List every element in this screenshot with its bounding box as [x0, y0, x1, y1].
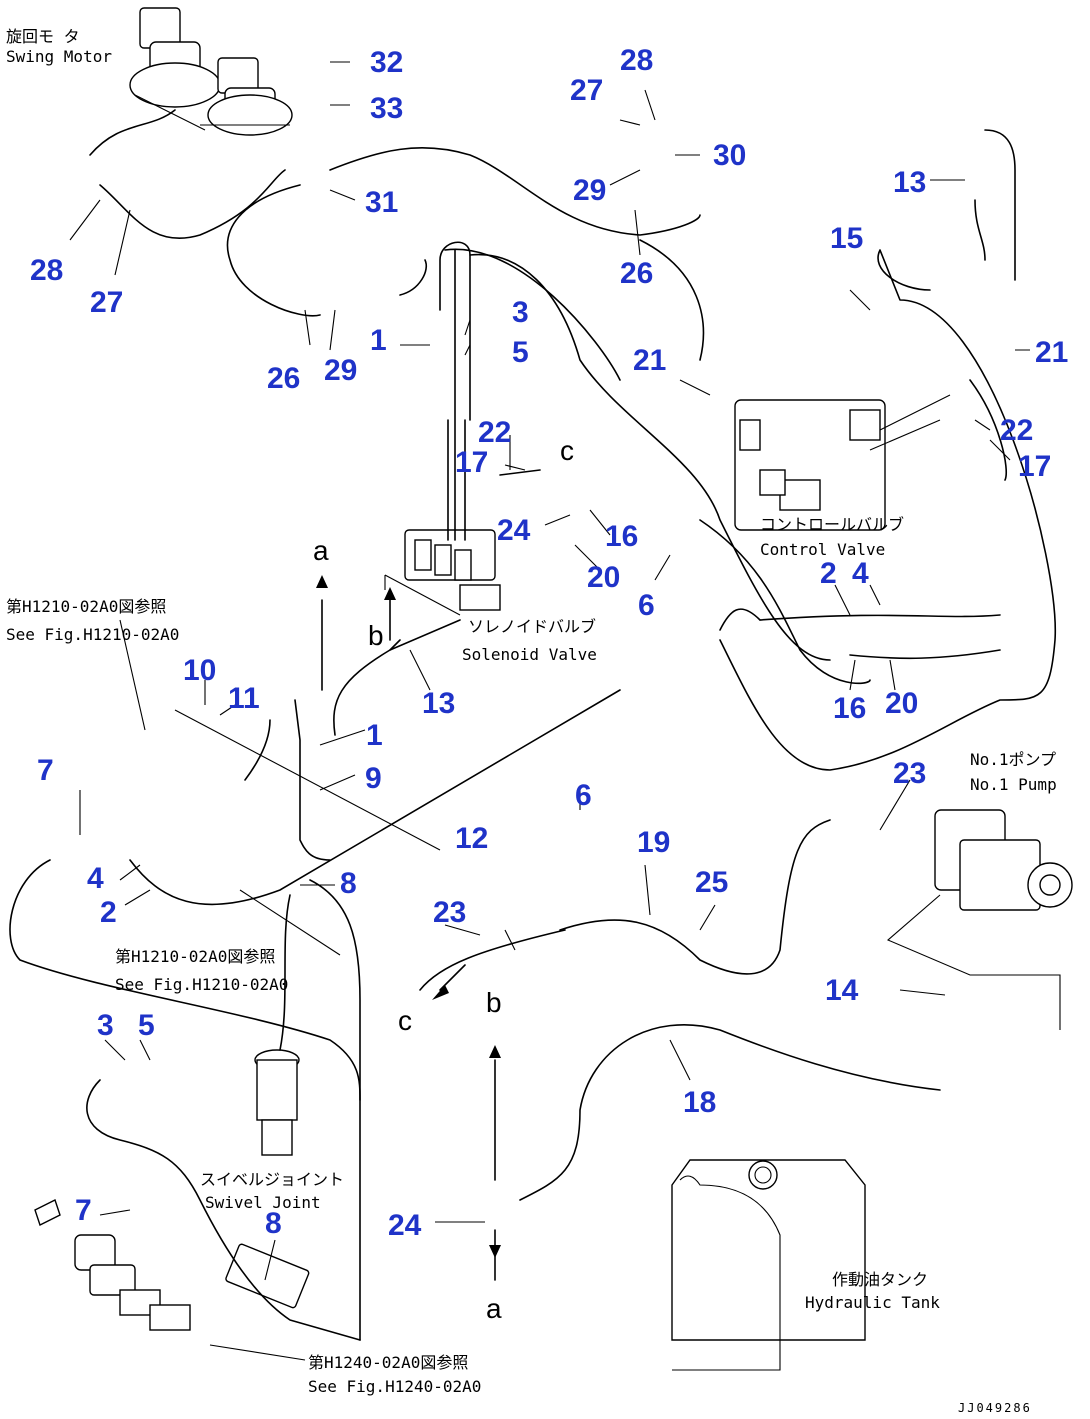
callout-19: 19	[637, 826, 670, 859]
callout-2-right: 2	[820, 557, 837, 590]
callout-1-mid: 1	[366, 719, 383, 752]
callout-13-right: 13	[893, 166, 926, 199]
callout-20-mid: 20	[587, 561, 620, 594]
callout-18: 18	[683, 1086, 716, 1119]
callout-14: 14	[825, 974, 859, 1007]
callout-22-right: 22	[1000, 414, 1033, 447]
callout-16-mid: 16	[605, 520, 638, 553]
reference-2-en: See Fig.H1210-02A0	[115, 975, 288, 994]
callout-21-mid: 21	[633, 344, 666, 377]
callout-4-left: 4	[87, 862, 104, 895]
hydraulic-tank-label-jp: 作動油タンク	[832, 1270, 928, 1289]
reference-1-jp: 第H1210-02A0図参照	[6, 597, 166, 616]
no1-pump	[886, 809, 1073, 1030]
lower-valve-assembly	[34, 1199, 310, 1331]
solenoid-valve	[384, 529, 501, 616]
pump-label-en: No.1 Pump	[970, 775, 1057, 794]
callout-10: 10	[183, 654, 216, 687]
callout-3-top: 3	[512, 296, 529, 329]
arrow-marker-c-right: c	[560, 435, 574, 466]
callout-23-right: 23	[893, 757, 926, 790]
callout-8-top: 8	[340, 867, 357, 900]
swing-motor	[129, 7, 293, 136]
callout-24-lower: 24	[388, 1209, 422, 1242]
callout-12: 12	[455, 822, 488, 855]
callout-8-lower: 8	[265, 1207, 282, 1240]
callout-21-right: 21	[1035, 336, 1068, 369]
callout-15: 15	[830, 222, 863, 255]
hydraulic-tank-label-en: Hydraulic Tank	[805, 1293, 940, 1312]
flow-arrows	[316, 469, 541, 1281]
callout-16-right: 16	[833, 692, 866, 725]
arrow-marker-a-bottom: a	[486, 1293, 502, 1324]
callout-26-top: 26	[620, 257, 653, 290]
arrow-marker-c-left: c	[398, 1005, 412, 1036]
callout-28-top: 28	[620, 44, 653, 77]
callout-24-top: 24	[497, 514, 531, 547]
arrow-marker-b-lower: b	[486, 987, 502, 1018]
swivel-joint-label-en: Swivel Joint	[205, 1193, 321, 1212]
callout-28-left: 28	[30, 254, 63, 287]
swivel-joint	[254, 1049, 300, 1156]
callout-22-mid: 22	[478, 416, 511, 449]
reference-2-jp: 第H1210-02A0図参照	[115, 947, 275, 966]
arrow-marker-a-top: a	[313, 535, 329, 566]
callout-17-mid: 17	[455, 446, 488, 479]
callout-6-lower: 6	[575, 779, 592, 812]
control-valve-label-jp: コントロールバルブ	[760, 515, 904, 534]
reference-1-en: See Fig.H1210-02A0	[6, 625, 179, 644]
callout-29-top: 29	[573, 174, 606, 207]
callout-3-lower: 3	[97, 1009, 114, 1042]
pump-label-jp: No.1ポンプ	[970, 750, 1056, 769]
callout-5-lower: 5	[138, 1009, 155, 1042]
callout-7-lower: 7	[75, 1194, 92, 1227]
control-valve-label-en: Control Valve	[760, 540, 885, 559]
swing-motor-label-jp: 旋回モ タ	[6, 27, 80, 46]
callout-27-top: 27	[570, 74, 603, 107]
callout-32: 32	[370, 46, 403, 79]
solenoid-valve-label-jp: ソレノイドバルブ	[468, 617, 596, 636]
drawing-code: JJ049286	[958, 1401, 1032, 1415]
callout-20-right: 20	[885, 687, 918, 720]
callout-6-mid: 6	[638, 589, 655, 622]
callout-5-top: 5	[512, 336, 529, 369]
callout-9: 9	[365, 762, 382, 795]
callout-17-right: 17	[1018, 450, 1051, 483]
reference-3-jp: 第H1240-02A0図参照	[308, 1353, 468, 1372]
callout-30: 30	[713, 139, 746, 172]
leader-lines	[69, 61, 1030, 1361]
callout-31: 31	[365, 186, 398, 219]
callout-13-mid: 13	[422, 687, 455, 720]
callout-2-left: 2	[100, 896, 117, 929]
callout-29-left: 29	[324, 354, 357, 387]
callout-27-left: 27	[90, 286, 123, 319]
hose-lines	[9, 109, 1057, 1341]
swivel-joint-label-jp: スイベルジョイント	[200, 1170, 344, 1189]
callout-26-left: 26	[267, 362, 300, 395]
callout-7-top: 7	[37, 754, 54, 787]
callout-33: 33	[370, 92, 403, 125]
callout-1-top: 1	[370, 324, 387, 357]
callout-25: 25	[695, 866, 728, 899]
control-valve	[734, 394, 951, 531]
callout-4-right: 4	[852, 557, 869, 590]
callout-11: 11	[228, 682, 260, 715]
reference-3-en: See Fig.H1240-02A0	[308, 1377, 481, 1396]
solenoid-valve-label-en: Solenoid Valve	[462, 645, 597, 664]
arrow-marker-b-mid: b	[368, 620, 384, 651]
swing-motor-label-en: Swing Motor	[6, 47, 112, 66]
hydraulic-tank	[671, 1159, 866, 1371]
callout-23-mid: 23	[433, 896, 466, 929]
